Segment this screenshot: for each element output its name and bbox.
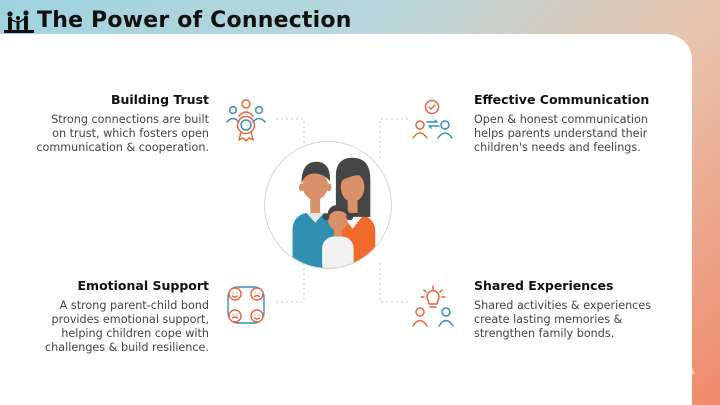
family-silhouette-decoration [614, 340, 698, 405]
communication-icon [410, 98, 456, 144]
building-trust-heading: Building Trust [110, 92, 209, 107]
effective-communication-block: Effective Communication Open & honest co… [474, 92, 674, 155]
building-trust-text: Strong connections are built on trust, w… [36, 113, 209, 154]
shared-experiences-heading: Shared Experiences [474, 278, 614, 293]
emotional-support-heading: Emotional Support [77, 278, 210, 293]
emotional-support-text: A strong parent-child bond provides emot… [45, 299, 209, 354]
idea-people-icon [410, 284, 456, 330]
family-logo-icon [4, 8, 34, 34]
effective-communication-heading: Effective Communication [474, 92, 650, 107]
shared-experiences-block: Shared Experiences Shared activities & e… [474, 278, 674, 341]
title-bar: The Power of Connection [0, 0, 720, 40]
shared-experiences-text: Shared activities & experiences create l… [474, 299, 652, 340]
effective-communication-text: Open & honest communication helps parent… [474, 113, 648, 154]
building-trust-block: Building Trust Strong connections are bu… [0, 92, 209, 155]
family-illustration [264, 141, 392, 269]
trust-people-icon [223, 96, 269, 142]
page-title: The Power of Connection [37, 8, 352, 33]
emotional-support-block: Emotional Support A strong parent-child … [0, 278, 209, 355]
emotions-icon [223, 282, 269, 328]
